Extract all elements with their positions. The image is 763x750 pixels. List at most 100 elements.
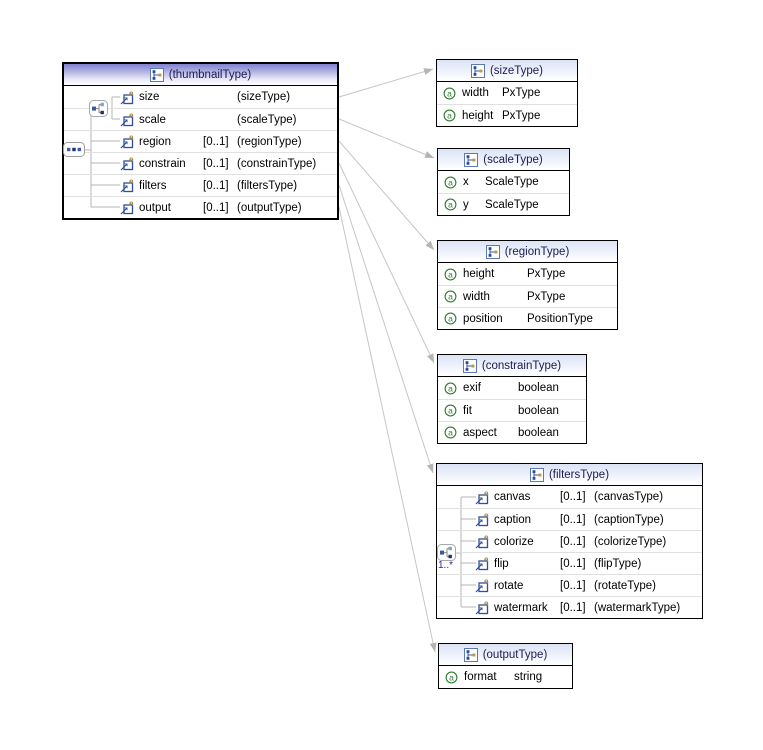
connector-line-output [338, 206, 436, 653]
attribute-icon [444, 312, 457, 325]
element-name: constrain [139, 157, 186, 170]
element-name: size [139, 91, 160, 103]
element-cardinality: [0..1] [203, 179, 229, 192]
constrainType-box[interactable]: (constrainType) exif boolean fit boolean… [437, 354, 587, 444]
box-body: x ScaleType y ScaleType [438, 171, 569, 215]
box-title: (filtersType) [548, 468, 610, 481]
attribute-icon [444, 176, 457, 189]
box-header[interactable]: (regionType) [438, 241, 617, 263]
thumbnailType-box[interactable]: (thumbnailType) size (sizeType) scale (s… [62, 62, 339, 220]
element-cardinality: [0..1] [203, 157, 229, 170]
attribute-row-height[interactable]: height PxType [437, 104, 577, 126]
attribute-type: PxType [527, 290, 566, 303]
element-row-colorize[interactable]: colorize [0..1] (colorizeType) [437, 530, 702, 552]
box-header[interactable]: (thumbnailType) [64, 64, 337, 86]
connector-arrowhead [427, 353, 434, 363]
element-icon [120, 112, 135, 127]
attribute-name: fit [463, 404, 472, 417]
element-row-watermark[interactable]: watermark [0..1] (watermarkType) [437, 596, 702, 618]
element-type: (scaleType) [237, 113, 297, 126]
element-name: colorize [494, 535, 534, 548]
attribute-row-height[interactable]: height PxType [438, 263, 617, 285]
attribute-name: y [463, 198, 469, 211]
element-row-scale[interactable]: scale (scaleType) [64, 108, 337, 130]
attribute-type: boolean [518, 404, 559, 417]
complex-type-icon [150, 68, 164, 82]
attribute-row-position[interactable]: position PositionType [438, 307, 617, 329]
element-row-filters[interactable]: filters [0..1] (filtersType) [64, 174, 337, 196]
box-body: 1..* canvas [0..1] (canvasType) caption … [437, 486, 702, 618]
filtersType-box[interactable]: (filtersType) 1..* canvas [0..1] (canvas… [436, 463, 703, 619]
connector-line-filters [338, 184, 434, 474]
element-row-caption[interactable]: caption [0..1] (captionType) [437, 508, 702, 530]
element-type: (watermarkType) [594, 601, 681, 614]
attribute-name: aspect [463, 426, 497, 439]
box-body: size (sizeType) scale (scaleType) region… [64, 86, 337, 218]
element-row-canvas[interactable]: canvas [0..1] (canvasType) [437, 486, 702, 508]
connector-line-size [338, 68, 434, 98]
attribute-row-y[interactable]: y ScaleType [438, 193, 569, 215]
box-title: (sizeType) [489, 64, 544, 77]
attribute-row-format[interactable]: format string [439, 666, 572, 688]
attribute-name: x [463, 176, 469, 188]
attribute-icon [444, 404, 457, 417]
element-name: rotate [494, 579, 524, 592]
element-row-output[interactable]: output [0..1] (outputType) [64, 196, 337, 218]
box-body: exif boolean fit boolean aspect boolean [438, 377, 586, 443]
regionType-box[interactable]: (regionType) height PxType width PxType … [437, 240, 618, 330]
box-title: (thumbnailType) [168, 68, 252, 81]
model-group-icon [89, 100, 108, 117]
sizeType-box[interactable]: (sizeType) width PxType height PxType [436, 59, 578, 127]
connector-line-scale [338, 118, 435, 159]
attribute-icon [444, 382, 457, 395]
element-icon [120, 200, 135, 215]
box-header[interactable]: (scaleType) [438, 149, 569, 171]
element-cardinality: [0..1] [560, 535, 586, 548]
attribute-row-fit[interactable]: fit boolean [438, 399, 586, 421]
connector-arrowhead [425, 240, 434, 250]
box-header[interactable]: (outputType) [439, 644, 572, 666]
element-type: (constrainType) [237, 157, 317, 170]
element-cardinality: [0..1] [560, 579, 586, 592]
box-header[interactable]: (constrainType) [438, 355, 586, 377]
box-title: (constrainType) [481, 359, 562, 372]
element-row-constrain[interactable]: constrain [0..1] (constrainType) [64, 152, 337, 174]
attribute-icon [445, 671, 458, 684]
element-cardinality: [0..1] [560, 601, 586, 614]
element-name: caption [494, 513, 532, 526]
element-icon [475, 490, 490, 505]
box-header[interactable]: (sizeType) [437, 60, 577, 82]
attribute-row-aspect[interactable]: aspect boolean [438, 421, 586, 443]
multiplicity-label: 1..* [438, 560, 454, 571]
attribute-row-exif[interactable]: exif boolean [438, 377, 586, 399]
attribute-row-x[interactable]: x ScaleType [438, 171, 569, 193]
element-icon [120, 178, 135, 193]
box-title: (outputType) [482, 648, 548, 661]
element-name: filters [139, 179, 167, 192]
attribute-name: width [462, 87, 489, 99]
attribute-icon [443, 109, 456, 122]
attribute-type: ScaleType [485, 198, 539, 211]
element-row-region[interactable]: region [0..1] (regionType) [64, 130, 337, 152]
complex-type-icon [530, 468, 544, 482]
attribute-type: boolean [518, 382, 559, 394]
attribute-row-width[interactable]: width PxType [437, 82, 577, 104]
attribute-row-width[interactable]: width PxType [438, 285, 617, 307]
element-row-rotate[interactable]: rotate [0..1] (rotateType) [437, 574, 702, 596]
box-header[interactable]: (filtersType) [437, 464, 702, 486]
attribute-name: height [463, 268, 495, 280]
element-icon [120, 156, 135, 171]
element-row-size[interactable]: size (sizeType) [64, 86, 337, 108]
box-body: format string [439, 666, 572, 688]
element-name: watermark [494, 601, 548, 614]
complex-type-icon [486, 245, 500, 259]
box-title: (regionType) [504, 245, 570, 258]
element-row-flip[interactable]: flip [0..1] (flipType) [437, 552, 702, 574]
element-icon [475, 512, 490, 527]
scaleType-box[interactable]: (scaleType) x ScaleType y ScaleType [437, 148, 570, 216]
outputType-box[interactable]: (outputType) format string [438, 643, 573, 689]
attribute-icon [444, 268, 457, 281]
connector-arrowhead [424, 151, 434, 158]
element-name: flip [494, 557, 509, 570]
attribute-icon [444, 426, 457, 439]
